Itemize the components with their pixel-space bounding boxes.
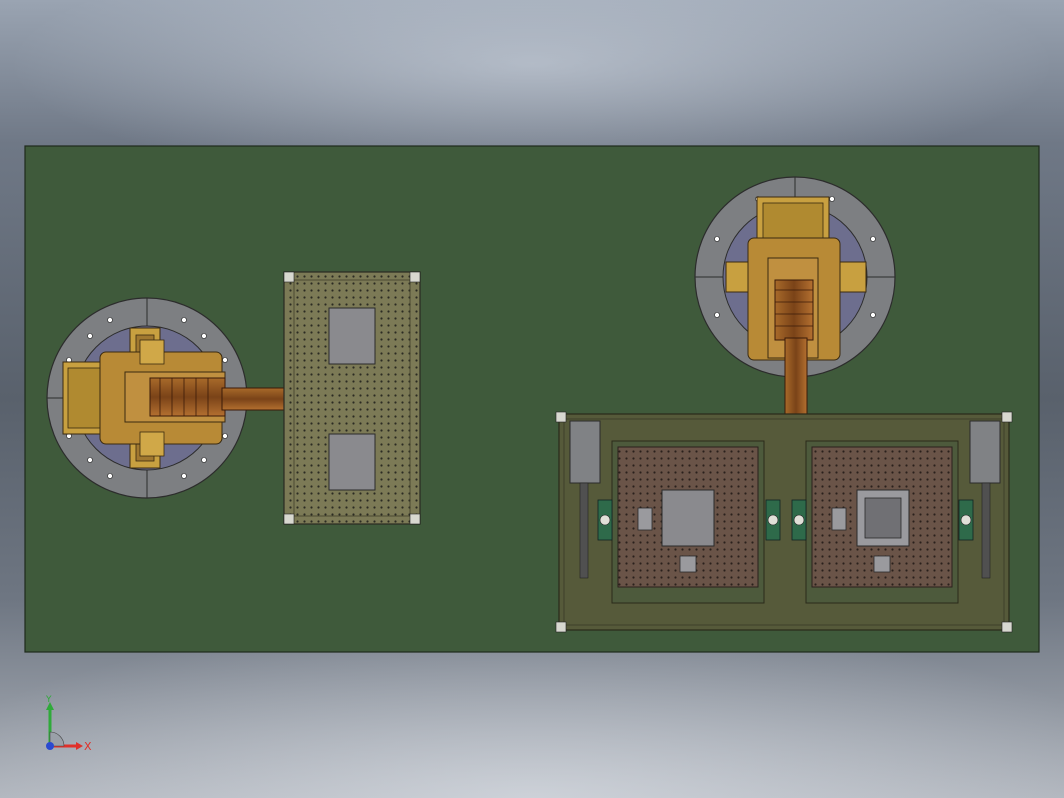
cylinder-right[interactable] [969, 420, 1001, 579]
fixture-table-a[interactable] [611, 440, 765, 604]
axis-triad: X Y [45, 695, 92, 753]
fixture-table-b[interactable] [805, 440, 959, 604]
x-axis-label: X [84, 740, 92, 753]
left-fixture-table[interactable] [283, 271, 421, 525]
y-axis-label: Y [45, 695, 52, 705]
cylinder-left[interactable] [569, 420, 601, 579]
z-axis-marker [46, 742, 54, 750]
